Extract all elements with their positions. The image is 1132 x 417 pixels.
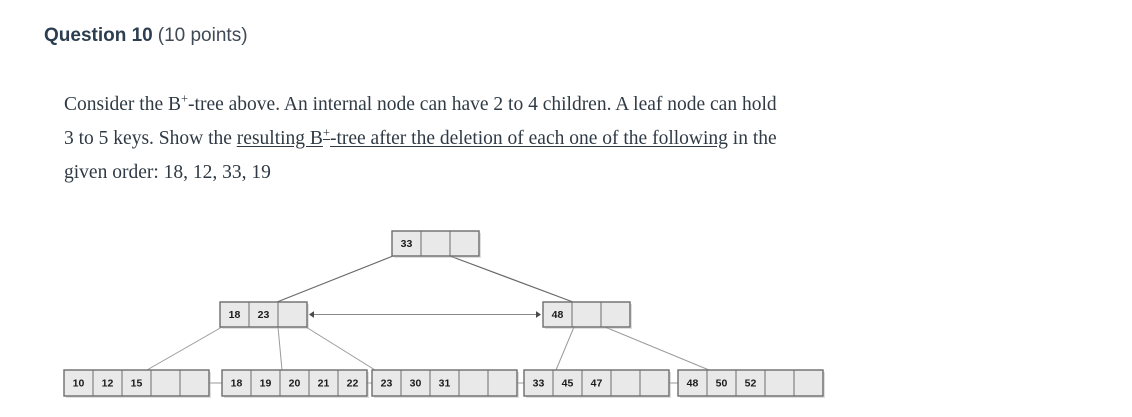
- leaf-node-4-key-0: 33: [533, 377, 545, 389]
- leaf-node-5-key-0: 48: [687, 377, 699, 389]
- leaf-node-2-cell-3: [308, 369, 339, 397]
- prompt-line-1: Consider the B+-tree above. An internal …: [64, 88, 994, 122]
- plus-superscript-1: +: [181, 91, 189, 106]
- prompt-line-2: 3 to 5 keys. Show the resulting B+-tree …: [64, 122, 994, 156]
- plus-superscript-2: +: [322, 125, 330, 140]
- leaf-node-4-cell-4: [639, 369, 670, 397]
- leaf-node-3-key-2: 31: [439, 377, 451, 389]
- question-title: Question 10: [44, 25, 153, 46]
- leaf-node-5-key-1: 50: [716, 377, 728, 389]
- edge-internal-left-to-leaf-2: [277, 326, 283, 371]
- leaf-node-2-key-0: 18: [231, 377, 243, 389]
- internal-node-right-cell-1: [571, 301, 602, 328]
- leaf-node-2: 18 19 20 21 22: [221, 369, 369, 398]
- leaf-node-2-cell-1: [250, 369, 281, 397]
- edge-root-to-internal-left: [276, 255, 394, 303]
- prompt-line2-b: in the: [727, 128, 777, 149]
- leaf-node-1-key-0: 10: [73, 377, 85, 389]
- question-prompt: Consider the B+-tree above. An internal …: [64, 88, 994, 190]
- root-node: 33: [391, 230, 481, 258]
- prompt-line2-a: 3 to 5 keys. Show the: [64, 128, 237, 149]
- tree-edges: [146, 255, 710, 384]
- edge-internal-left-to-leaf-3: [305, 326, 376, 371]
- question-header: Question 10(10 points): [44, 24, 248, 48]
- leaf-node-4-cell-0: [523, 369, 554, 397]
- internal-node-left-cell-2: [277, 301, 308, 328]
- internal-node-right: 48: [542, 301, 632, 329]
- leaf-node-2-key-1: 19: [260, 377, 272, 389]
- arrow-head-left-icon: [309, 311, 314, 318]
- leaf-node-2-key-4: 22: [347, 377, 359, 389]
- leaf-node-3-key-0: 23: [381, 377, 393, 389]
- leaf-node-1: 10 12 15: [63, 369, 211, 398]
- leaf-node-3: 23 30 31: [371, 369, 519, 398]
- leaf-node-1-key-1: 12: [102, 377, 114, 389]
- prompt-line-3: given order: 18, 12, 33, 19: [64, 162, 271, 183]
- edge-root-to-internal-right: [449, 255, 574, 303]
- leaf-node-4-cell-3: [610, 369, 641, 397]
- internal-node-right-cell-2: [600, 301, 631, 328]
- prompt-line2-underlined-2: -tree after the deletion of each one of …: [329, 128, 728, 149]
- leaf-node-5-key-2: 52: [745, 377, 757, 389]
- prompt-line1-b: -tree above. An internal node can have 2…: [188, 94, 777, 115]
- leaf-node-2-key-3: 21: [318, 377, 330, 389]
- leaf-node-4-key-2: 47: [591, 377, 603, 389]
- prompt-line1-a: Consider the B: [64, 94, 181, 115]
- leaf-node-5: 48 50 52: [677, 369, 825, 398]
- leaf-node-3-cell-3: [458, 369, 489, 397]
- root-node-cell-1: [420, 230, 451, 257]
- leaf-node-1-key-2: 15: [131, 377, 143, 389]
- arrow-head-right-icon: [536, 311, 541, 318]
- leaf-node-4-key-1: 45: [562, 377, 574, 389]
- question-points: (10 points): [157, 25, 248, 46]
- prompt-line2-underlined-1: resulting B: [236, 128, 323, 149]
- edge-internal-right-to-leaf-4: [555, 326, 575, 371]
- leaf-node-4: 33 45 47: [523, 369, 671, 398]
- edge-internal-left-to-leaf-1: [146, 326, 223, 371]
- leaf-node-1-cell-4: [179, 369, 210, 397]
- leaf-node-3-key-1: 30: [410, 377, 422, 389]
- internal-node-right-key-0: 48: [552, 309, 564, 321]
- leaf-node-1-cell-3: [150, 369, 181, 397]
- leaf-node-2-key-2: 20: [289, 377, 301, 389]
- internal-node-left-key-1: 23: [258, 309, 270, 321]
- leaf-node-5-cell-3: [764, 369, 795, 397]
- root-node-cell-2: [449, 230, 480, 257]
- edge-internal-right-to-leaf-5: [604, 326, 710, 371]
- leaf-node-5-cell-2: [735, 369, 766, 397]
- leaf-node-3-cell-4: [487, 369, 518, 397]
- internal-node-left-key-0: 18: [229, 309, 241, 321]
- leaf-node-5-cell-4: [793, 369, 824, 397]
- root-node-key-0: 33: [401, 238, 413, 250]
